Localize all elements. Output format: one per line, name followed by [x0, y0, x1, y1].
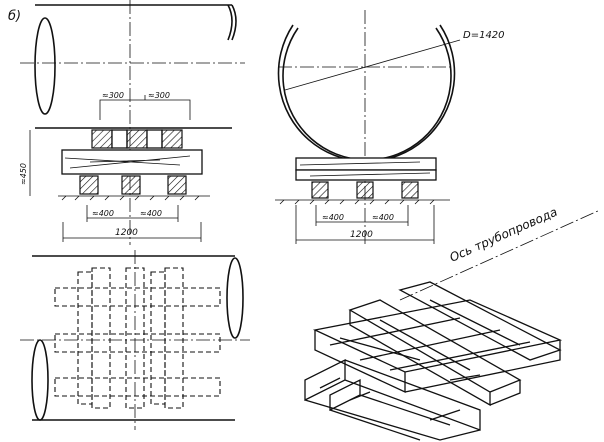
ground-line — [58, 195, 210, 201]
dim-total-side: 1200 — [350, 230, 373, 240]
pipe-outline — [35, 4, 232, 129]
figure-label: б) — [8, 9, 21, 24]
front-view: ≈300 ≈300 ≈450 ≈400 ≈400 1200 — [19, 0, 245, 245]
dim-height: ≈450 — [19, 163, 28, 185]
side-view: D=1420 ≈400 ≈400 1200 — [275, 10, 505, 245]
dim-total-front: 1200 — [115, 228, 138, 238]
dim-side-bottom-2: ≈400 — [372, 213, 394, 222]
pipe-end-left — [34, 17, 56, 115]
dim-spacing-bottom-1: ≈400 — [92, 209, 114, 218]
plan-view — [20, 250, 250, 430]
diameter-leader — [284, 39, 461, 91]
pipe-circle-outer — [277, 24, 456, 163]
diameter-label: D=1420 — [463, 30, 505, 41]
pipe-break-right — [227, 4, 237, 41]
dim-spacing-bottom-2: ≈400 — [140, 209, 162, 218]
dim-side-bottom-1: ≈400 — [322, 213, 344, 222]
pipeline-axis-line — [399, 209, 601, 301]
pipeline-axis-label: Ось трубопровода — [448, 205, 560, 265]
dim-spacing-top-1: ≈300 — [102, 91, 124, 100]
dim-spacing-top-2: ≈300 — [148, 91, 170, 100]
